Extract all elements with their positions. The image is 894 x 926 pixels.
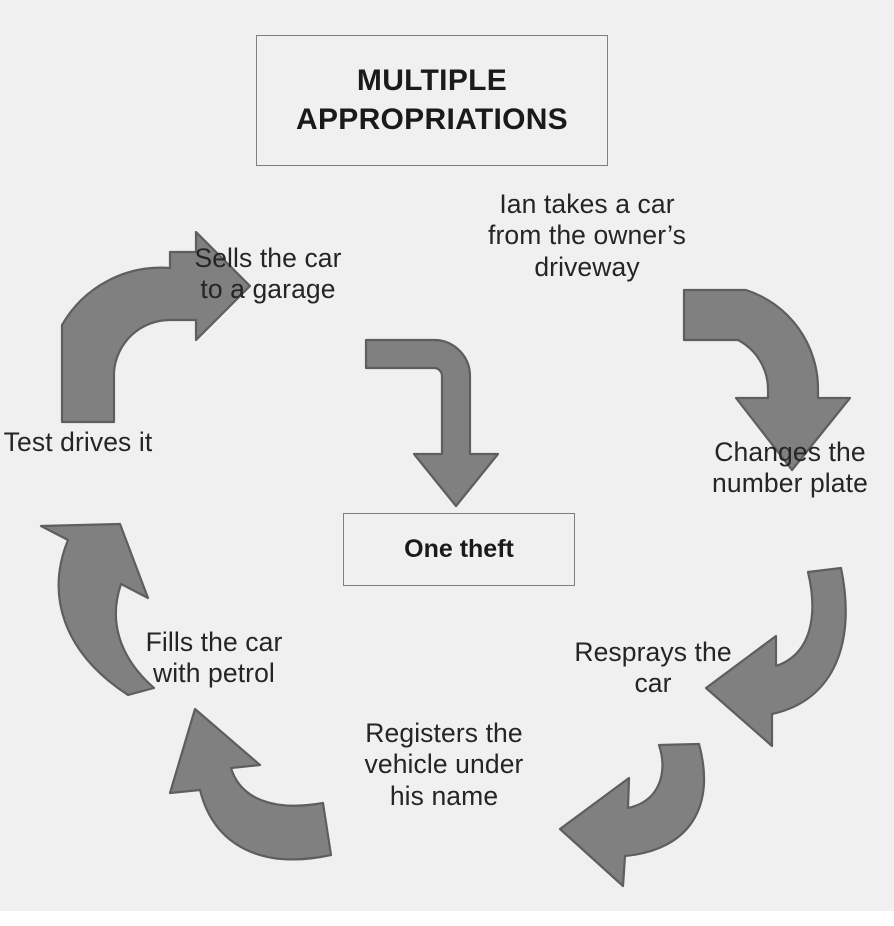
step-label-1: Ian takes a car from the owner’s drivewa… [488, 189, 686, 282]
arrow-1-to-2-icon [682, 288, 852, 472]
center-box-label: One theft [404, 535, 514, 563]
title-line-2: APPROPRIATIONS [295, 102, 568, 136]
step-label-3: Resprays the car [574, 637, 732, 699]
arrow-2-to-3-icon [704, 566, 847, 748]
arrow-6-to-7-final-icon [60, 230, 252, 424]
arrow-3-to-4-icon [558, 742, 706, 888]
title-line-1: MULTIPLE [356, 64, 508, 98]
center-box: One theft [343, 513, 575, 586]
step-label-4: Registers the vehicle under his name [364, 718, 524, 811]
arrow-center-icon [364, 338, 500, 508]
page-title: MULTIPLE APPROPRIATIONS [296, 62, 568, 139]
step-label-5: Fills the car with petrol [145, 627, 283, 689]
step-label-2: Changes the number plate [712, 437, 868, 499]
arrow-5-to-6-icon [39, 522, 156, 697]
arrow-4-to-5-icon [168, 707, 333, 861]
step-label-6: Test drives it [3, 427, 153, 457]
step-label-7: Sells the car to a garage [194, 243, 342, 305]
title-box: MULTIPLE APPROPRIATIONS [256, 35, 608, 166]
